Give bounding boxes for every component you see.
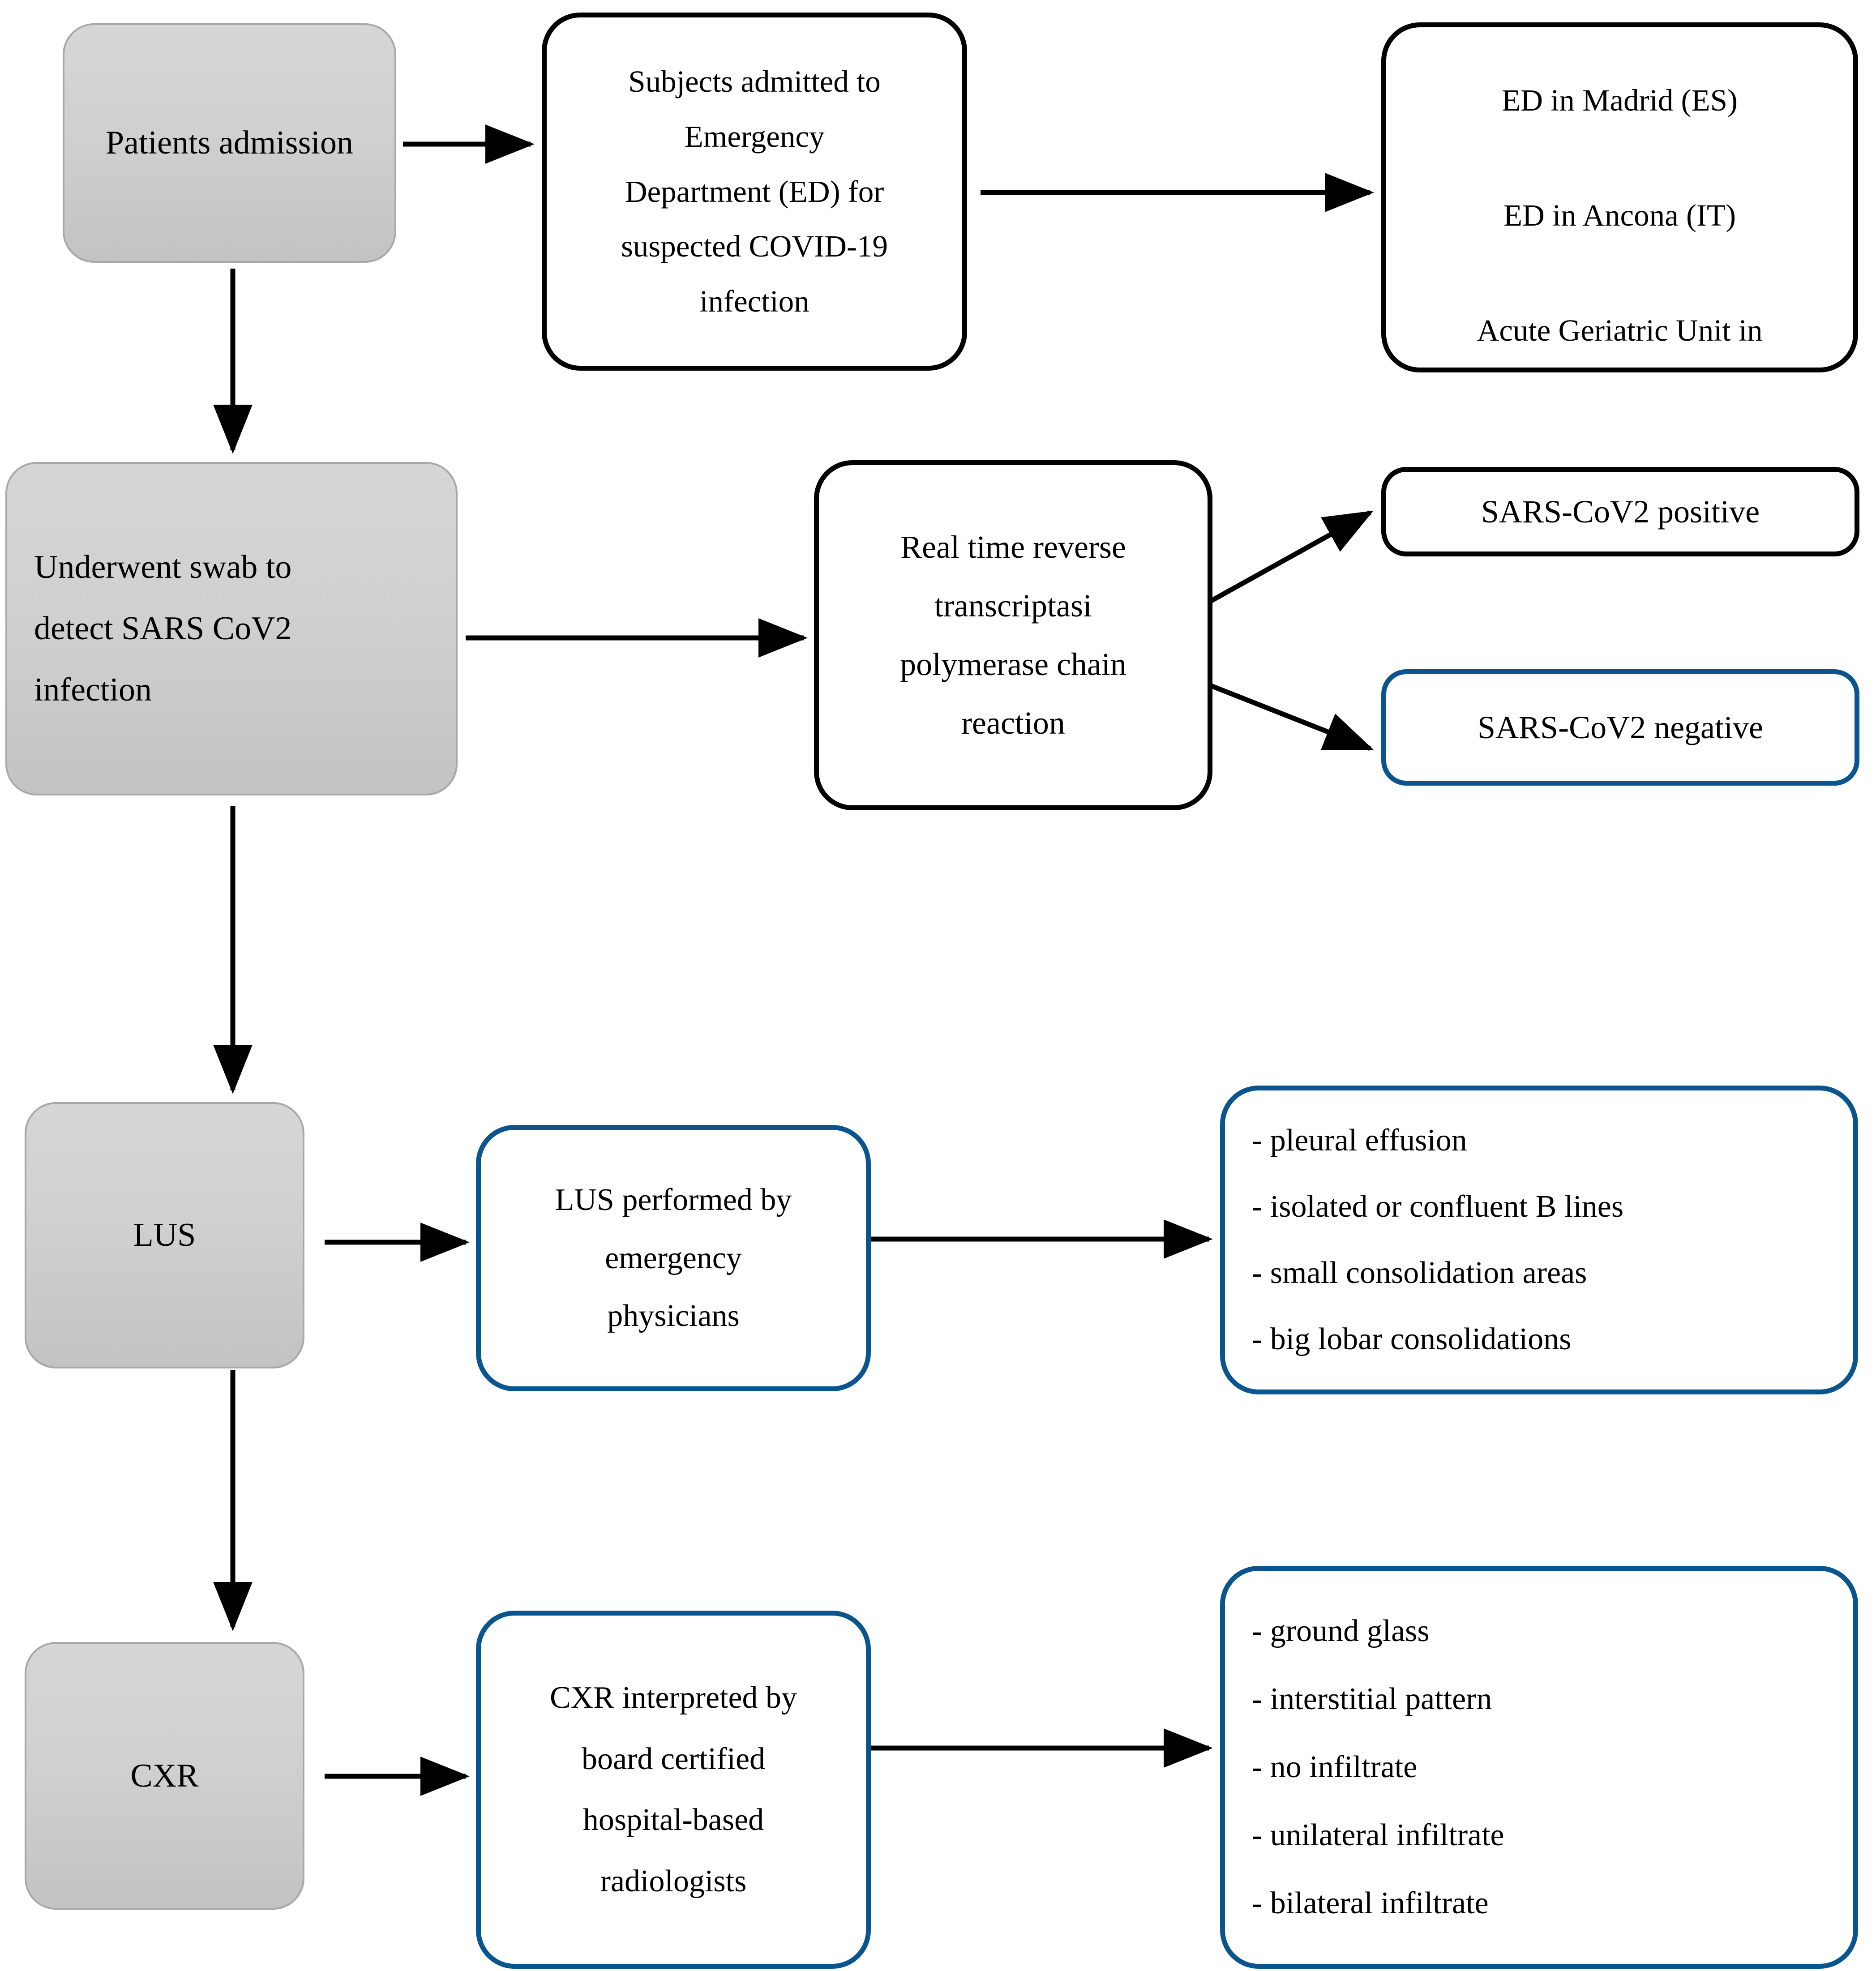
node-lus-findings-item: - pleural effusion	[1252, 1123, 1467, 1158]
node-patients-admission[interactable]: Patients admission	[63, 23, 396, 263]
edge-pcr-to-negative	[1208, 682, 1374, 751]
node-rt-pcr-line: reaction	[961, 705, 1065, 741]
node-cxr-findings-item: - unilateral infiltrate	[1252, 1818, 1504, 1852]
node-underwent-swab-line: Underwent swab to	[34, 549, 292, 586]
node-subjects-admitted-line: Department (ED) for	[625, 174, 884, 209]
node-sars-negative-label: SARS-CoV2 negative	[1478, 709, 1763, 745]
node-rt-pcr-line: polymerase chain	[900, 646, 1126, 682]
node-lus-label: LUS	[133, 1217, 196, 1253]
node-cxr-interpreted-line: CXR interpreted by	[549, 1680, 797, 1715]
node-ed-sites-line: ED in Ancona (IT)	[1503, 198, 1736, 232]
node-underwent-swab[interactable]: Underwent swab to detect SARS CoV2 infec…	[5, 462, 458, 795]
node-cxr-label: CXR	[130, 1757, 199, 1794]
node-subjects-admitted[interactable]: Subjects admitted to Emergency Departmen…	[542, 13, 967, 371]
node-rt-pcr-line: Real time reverse	[900, 529, 1126, 565]
node-lus-performed-line: LUS performed by	[555, 1183, 792, 1218]
node-cxr-findings[interactable]: - ground glass - interstitial pattern - …	[1220, 1566, 1858, 1969]
node-lus[interactable]: LUS	[25, 1102, 304, 1368]
node-subjects-admitted-line: Subjects admitted to	[628, 64, 881, 98]
node-lus-findings-item: - small consolidation areas	[1252, 1256, 1587, 1290]
node-subjects-admitted-line: suspected COVID-19	[621, 229, 888, 264]
node-cxr-interpreted[interactable]: CXR interpreted by board certified hospi…	[476, 1611, 871, 1969]
node-subjects-admitted-line: Emergency	[684, 119, 825, 154]
node-underwent-swab-line: infection	[34, 671, 152, 708]
node-lus-performed-line: emergency	[605, 1240, 742, 1275]
node-lus-findings-item: - isolated or confluent B lines	[1252, 1189, 1624, 1224]
node-cxr-findings-item: - ground glass	[1252, 1614, 1430, 1648]
node-ed-sites-line: ED in Madrid (ES)	[1501, 83, 1738, 117]
node-sars-positive-label: SARS-CoV2 positive	[1481, 493, 1760, 530]
node-underwent-swab-line: detect SARS CoV2	[34, 610, 292, 647]
node-cxr-interpreted-line: radiologists	[600, 1864, 747, 1898]
node-cxr[interactable]: CXR	[25, 1642, 304, 1910]
node-lus-findings-item: - big lobar consolidations	[1252, 1322, 1572, 1356]
node-lus-performed-line: physicians	[607, 1299, 740, 1334]
node-lus-performed[interactable]: LUS performed by emergency physicians	[476, 1125, 871, 1391]
node-cxr-findings-item: - bilateral infiltrate	[1252, 1886, 1489, 1920]
node-ed-sites-line: Acute Geriatric Unit in	[1477, 313, 1763, 347]
node-lus-findings[interactable]: - pleural effusion - isolated or conflue…	[1220, 1086, 1858, 1394]
node-ed-sites[interactable]: ED in Madrid (ES) ED in Ancona (IT) Acut…	[1381, 22, 1858, 372]
edge-pcr-to-positive	[1208, 510, 1374, 604]
node-rt-pcr[interactable]: Real time reverse transcriptasi polymera…	[814, 460, 1212, 810]
node-cxr-interpreted-line: board certified	[581, 1741, 766, 1776]
node-sars-negative[interactable]: SARS-CoV2 negative	[1381, 669, 1859, 786]
node-cxr-findings-item: - no infiltrate	[1252, 1750, 1418, 1784]
node-sars-positive[interactable]: SARS-CoV2 positive	[1381, 467, 1859, 556]
node-patients-admission-label: Patients admission	[106, 124, 353, 161]
node-rt-pcr-line: transcriptasi	[934, 587, 1092, 624]
node-cxr-interpreted-line: hospital-based	[583, 1803, 764, 1837]
node-cxr-findings-item: - interstitial pattern	[1252, 1682, 1492, 1716]
node-subjects-admitted-line: infection	[699, 284, 810, 319]
